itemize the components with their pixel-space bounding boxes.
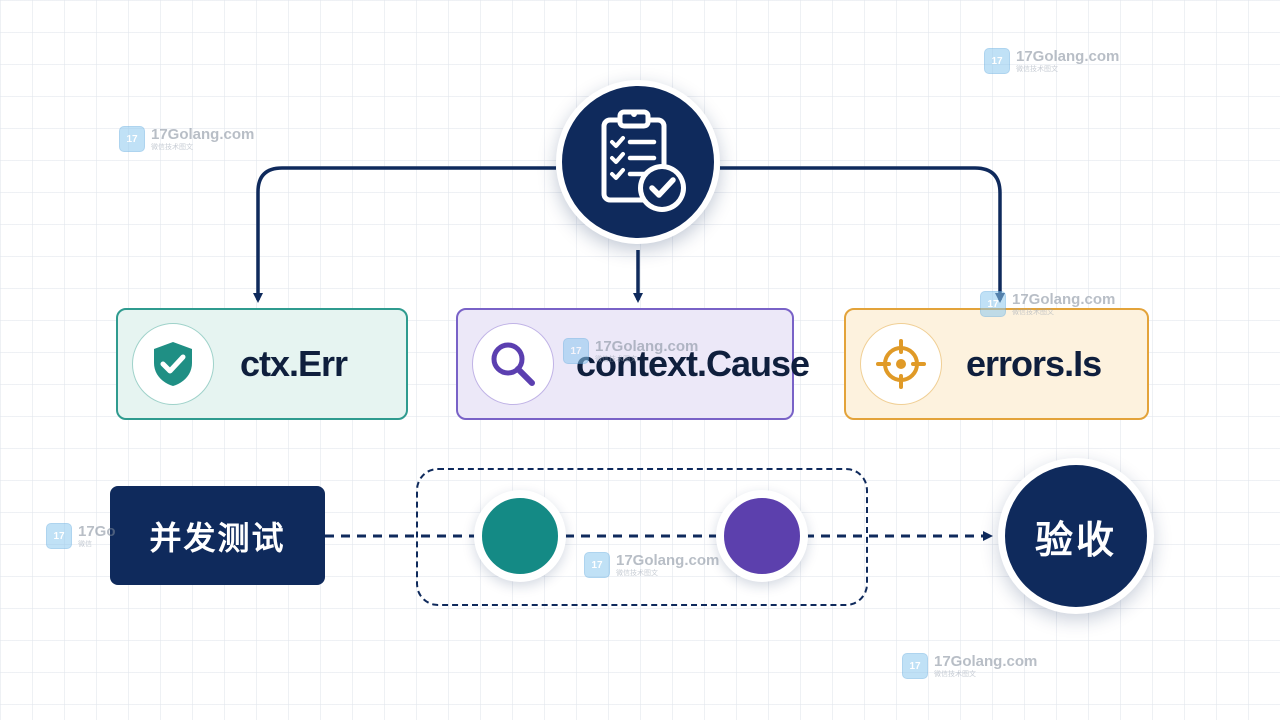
17golang-logo-icon: 17 (563, 338, 589, 364)
crosshair-icon (876, 339, 926, 389)
concurrent-group-box (416, 468, 868, 606)
watermark-site: 17Golang.com (595, 338, 699, 355)
card-errors-is: errors.Is (844, 308, 1149, 420)
card-context-cause: context.Cause (456, 308, 810, 420)
end-node-label: 验收 (1034, 517, 1117, 562)
card-errors-is-label: errors.Is (966, 343, 1102, 384)
watermark-tagline: 微信 (78, 540, 92, 548)
watermark-tagline: 微信技术图文 (934, 670, 976, 678)
clipboard-node (556, 80, 720, 244)
card-context-cause-badge (472, 323, 554, 405)
end-node: 验收 (998, 458, 1154, 614)
watermark-site: 17Golang.com (1012, 291, 1116, 308)
17golang-logo-icon: 17 (119, 126, 145, 152)
watermark-tagline: 微信技术图文 (595, 355, 637, 363)
card-errors-is-badge (860, 323, 942, 405)
shield-check-icon (154, 342, 192, 386)
17golang-logo-icon: 17 (902, 653, 928, 679)
watermark-site: 17Go (78, 523, 116, 540)
card-ctx-err: ctx.Err (116, 308, 408, 420)
watermark-tagline: 微信技术图文 (616, 569, 658, 577)
17golang-logo-icon: 17 (584, 552, 610, 578)
magnifier-icon (491, 342, 535, 386)
watermark-tagline: 微信技术图文 (151, 143, 193, 151)
start-node: 并发测试 (110, 486, 325, 585)
card-ctx-err-badge (132, 323, 214, 405)
start-node-label: 并发测试 (149, 518, 286, 557)
17golang-logo-icon: 17 (984, 48, 1010, 74)
17golang-logo-icon: 17 (980, 291, 1006, 317)
flow-node-purple (716, 490, 808, 582)
card-context-cause-label: context.Cause (576, 343, 810, 384)
watermark-site: 17Golang.com (616, 552, 720, 569)
card-ctx-err-label: ctx.Err (240, 343, 348, 384)
arrow-to-ctx-err (253, 166, 556, 303)
clipboard-check-icon (601, 109, 686, 212)
watermark-tagline: 微信技术图文 (1016, 65, 1058, 73)
watermark-tagline: 微信技术图文 (1012, 308, 1054, 316)
arrow-to-errors-is (720, 166, 1005, 303)
watermark-site: 17Golang.com (934, 653, 1038, 670)
watermark-site: 17Golang.com (151, 126, 255, 143)
17golang-logo-icon: 17 (46, 523, 72, 549)
watermark-site: 17Golang.com (1016, 48, 1120, 65)
flow-node-teal (474, 490, 566, 582)
